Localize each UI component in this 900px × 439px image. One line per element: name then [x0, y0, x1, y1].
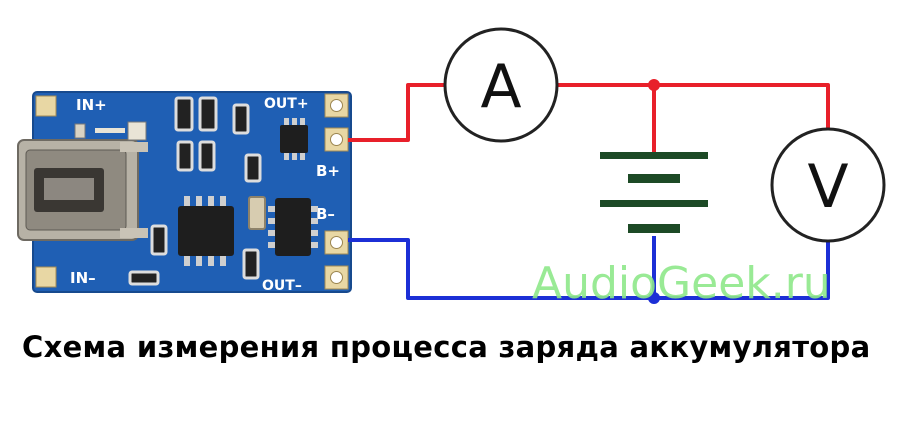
- label-b-minus: B–: [316, 205, 335, 223]
- ammeter-circle: [443, 27, 559, 143]
- battery-plate-short-2: [628, 224, 680, 233]
- voltmeter-circle: [770, 127, 886, 243]
- negative-circuit: [348, 236, 830, 300]
- watermark-text: AudioGeek.ru: [532, 258, 831, 309]
- wire-ammeter-to-voltmeter: [557, 83, 830, 128]
- battery-plate-long-2: [600, 200, 708, 207]
- label-in-plus: IN+: [76, 96, 107, 114]
- positive-circuit: [348, 83, 830, 154]
- voltmeter: V: [770, 127, 886, 243]
- charger-ic: [178, 196, 234, 266]
- charger-module-board: IN+ IN– OUT+ OUT– B+ B–: [17, 91, 352, 294]
- mount-pad-tl: [35, 95, 57, 117]
- battery-symbol: [600, 152, 708, 233]
- mini-usb-connector: [17, 139, 148, 241]
- label-out-minus: OUT–: [262, 278, 302, 294]
- battery-plate-short-1: [628, 174, 680, 183]
- wire-bminus-return: [348, 238, 830, 300]
- protection-ic: [280, 118, 308, 160]
- mosfet-ic: [268, 198, 318, 256]
- out-minus-hole: [330, 271, 343, 284]
- mount-pad-bl: [35, 266, 57, 288]
- voltmeter-label: V: [807, 152, 848, 222]
- ammeter-label: A: [480, 52, 521, 122]
- out-plus-hole: [330, 99, 343, 112]
- smd-components: [128, 96, 266, 286]
- ammeter: A: [443, 27, 559, 143]
- b-minus-hole: [330, 236, 343, 249]
- label-b-plus: B+: [316, 162, 340, 180]
- label-out-plus: OUT+: [264, 96, 309, 112]
- junction-negative: [648, 292, 660, 304]
- battery-plate-long-1: [600, 152, 708, 159]
- wire-bplus-to-ammeter: [348, 83, 445, 142]
- diagram-caption: Схема измерения процесса заряда аккумуля…: [22, 330, 871, 364]
- label-in-minus: IN–: [70, 269, 96, 287]
- junction-positive: [648, 79, 660, 91]
- b-plus-hole: [330, 133, 343, 146]
